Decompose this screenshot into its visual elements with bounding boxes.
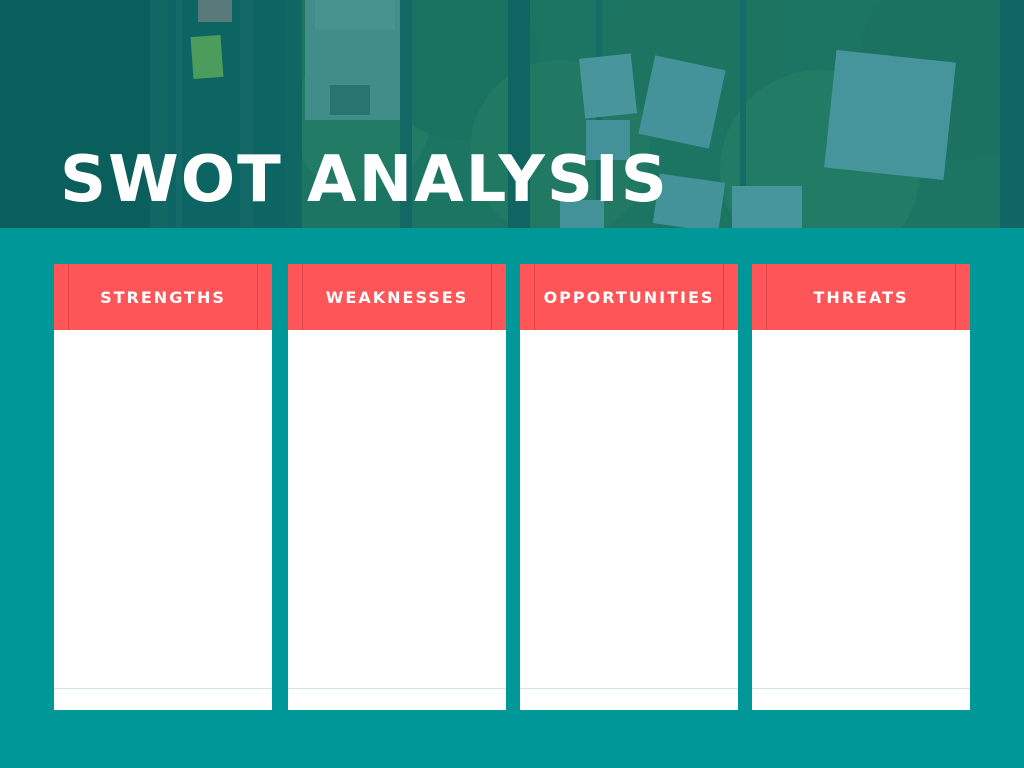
column-header: OPPORTUNITIES (520, 264, 738, 330)
banner-tint-overlay (0, 0, 1024, 228)
header-banner: SWOT ANALYSIS (0, 0, 1024, 228)
column-content-area[interactable] (752, 330, 970, 688)
column-label-strengths: STRENGTHS (100, 287, 226, 307)
swot-column-weaknesses: WEAKNESSES (288, 264, 506, 710)
column-header: WEAKNESSES (288, 264, 506, 330)
column-footer (520, 688, 738, 710)
column-content-area[interactable] (54, 330, 272, 688)
swot-grid: STRENGTHS WEAKNESSES OPPORTUNITIES THREA… (54, 264, 970, 710)
column-label-threats: THREATS (813, 287, 909, 307)
swot-column-threats: THREATS (752, 264, 970, 710)
swot-column-opportunities: OPPORTUNITIES (520, 264, 738, 710)
column-footer (752, 688, 970, 710)
swot-column-strengths: STRENGTHS (54, 264, 272, 710)
column-content-area[interactable] (288, 330, 506, 688)
column-header: THREATS (752, 264, 970, 330)
column-header: STRENGTHS (54, 264, 272, 330)
column-label-opportunities: OPPORTUNITIES (543, 287, 715, 307)
column-label-weaknesses: WEAKNESSES (325, 287, 469, 307)
column-content-area[interactable] (520, 330, 738, 688)
column-footer (54, 688, 272, 710)
column-footer (288, 688, 506, 710)
page-title: SWOT ANALYSIS (60, 143, 669, 217)
